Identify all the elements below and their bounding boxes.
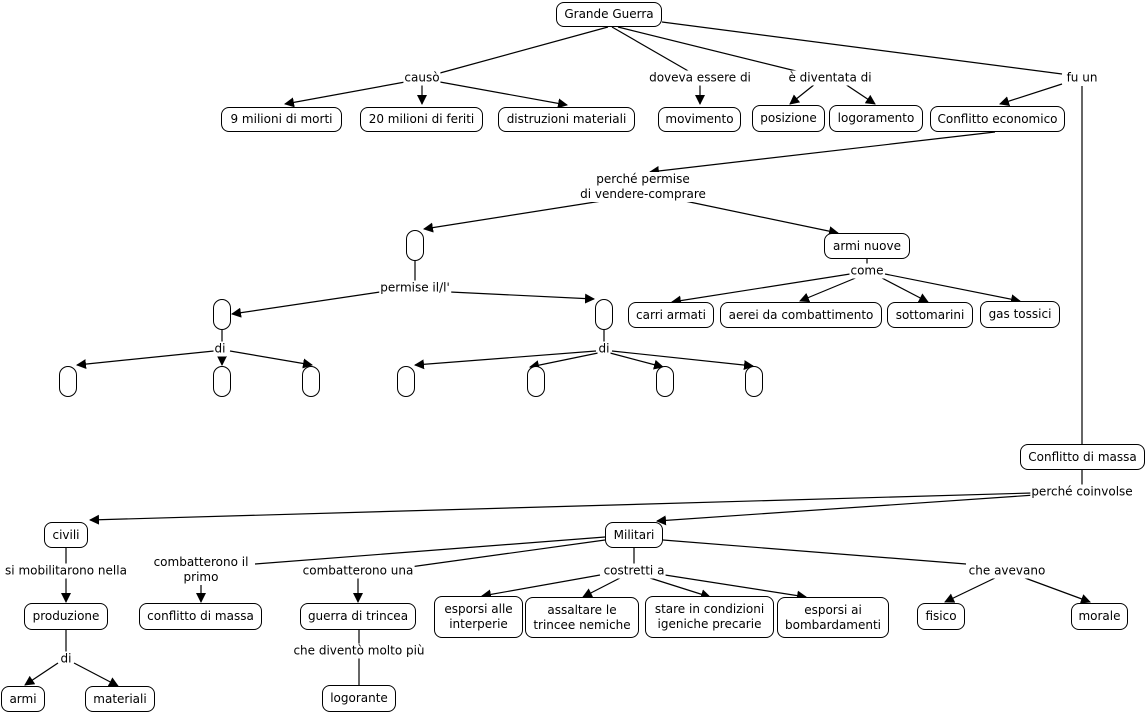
link-label-di-2: di: [597, 341, 611, 357]
arrow-line: [582, 577, 621, 598]
link-label-costretti-a: costretti a: [602, 563, 666, 579]
node-sottomarini[interactable]: sottomarini: [887, 302, 973, 328]
node-empty-2[interactable]: [213, 299, 231, 330]
arrow-line: [656, 494, 1036, 526]
arrow-line: [879, 276, 929, 303]
node-empty-1[interactable]: [406, 230, 424, 261]
node-movimento[interactable]: movimento: [658, 107, 741, 132]
link-label-perche-permise: perché permise di vendere-comprare: [579, 172, 707, 202]
link-label-diventata-di: è diventata di: [787, 70, 873, 86]
node-conflitto-di-massa[interactable]: Conflitto di massa: [1020, 444, 1145, 470]
node-bombardamenti[interactable]: esporsi ai bombardamenti: [777, 597, 889, 638]
arrow-line: [884, 273, 1021, 305]
arrow-line: [649, 577, 711, 600]
arrow-line: [481, 574, 601, 600]
link-label-come: come: [849, 263, 885, 279]
link-label-causo: causò: [403, 70, 441, 86]
arrow-line: [24, 662, 59, 686]
connector-line: [409, 539, 606, 568]
node-aerei-combattimento[interactable]: aerei da combattimento: [720, 302, 882, 328]
link-label-doveva-essere-di: doveva essere di: [648, 70, 752, 86]
arrow-line: [439, 81, 568, 109]
node-fisico[interactable]: fisico: [917, 603, 965, 630]
node-grande-guerra[interactable]: Grande Guerra: [556, 2, 662, 27]
connector-line: [611, 26, 691, 73]
node-civili[interactable]: civili: [44, 522, 88, 548]
link-label-si-mobilitarono: si mobilitarono nella: [4, 563, 128, 579]
node-assaltare-trincee[interactable]: assaltare le trincee nemiche: [525, 597, 639, 638]
node-empty-3[interactable]: [595, 299, 613, 330]
node-armi-nuove[interactable]: armi nuove: [824, 233, 910, 259]
arrow-line: [423, 199, 609, 233]
node-distruzioni-materiali[interactable]: distruzioni materiali: [498, 107, 635, 132]
arrow-line: [671, 273, 851, 306]
connector-line: [254, 536, 606, 565]
node-esporsi-interperie[interactable]: esporsi alle interperie: [434, 596, 523, 638]
node-empty-4[interactable]: [59, 366, 77, 397]
node-militari[interactable]: Militari: [605, 522, 663, 548]
node-empty-9[interactable]: [656, 366, 674, 397]
node-produzione[interactable]: produzione: [24, 603, 108, 630]
arrow-line: [414, 350, 597, 370]
link-label-fu-un: fu un: [1065, 70, 1099, 86]
arrow-line: [284, 81, 406, 108]
node-logorante[interactable]: logorante: [322, 685, 396, 712]
node-empty-7[interactable]: [397, 366, 415, 397]
arrow-line: [679, 199, 839, 237]
link-label-che-avevano: che avevano: [967, 563, 1047, 579]
arrow-line: [529, 352, 599, 371]
arrow-line: [999, 83, 1063, 106]
arrow-line: [789, 83, 816, 105]
node-posizione[interactable]: posizione: [752, 105, 825, 132]
node-empty-10[interactable]: [745, 366, 763, 397]
arrow-line: [89, 492, 1033, 525]
node-20-milioni-feriti[interactable]: 20 milioni di feriti: [360, 107, 483, 132]
arrow-line: [449, 291, 595, 304]
arrow-line: [844, 83, 876, 105]
arrow-line: [611, 350, 754, 371]
node-carri-armati[interactable]: carri armati: [628, 302, 714, 328]
connector-line: [439, 26, 609, 74]
arrow-line: [609, 352, 664, 370]
node-logoramento[interactable]: logoramento: [829, 105, 923, 132]
arrow-line: [229, 350, 313, 369]
node-armi[interactable]: armi: [1, 686, 45, 712]
arrow-line: [1024, 577, 1091, 604]
connector-line: [661, 21, 1063, 75]
node-conflitto-massa-primo[interactable]: conflitto di massa: [139, 603, 262, 630]
link-label-perche-coinvolse: perché coinvolse: [1030, 484, 1134, 500]
connector-line: [617, 26, 801, 73]
node-materiali[interactable]: materiali: [85, 686, 155, 712]
node-empty-5[interactable]: [213, 366, 231, 397]
arrow-line: [664, 574, 807, 601]
node-conflitto-economico[interactable]: Conflitto economico: [930, 106, 1065, 132]
link-label-permise-il: permise il/l': [379, 280, 451, 296]
arrow-line: [649, 131, 996, 176]
link-label-di-1: di: [213, 341, 227, 357]
arrow-line: [799, 276, 859, 303]
connector-line: [662, 539, 967, 565]
link-label-combatterono-una: combatterono una: [301, 563, 415, 579]
link-label-divento-molto-piu: che diventò molto più: [292, 643, 426, 659]
link-label-di-3: di: [59, 651, 73, 667]
node-empty-8[interactable]: [527, 366, 545, 397]
node-morale[interactable]: morale: [1071, 603, 1128, 630]
node-9-milioni-morti[interactable]: 9 milioni di morti: [221, 107, 342, 132]
arrow-line: [944, 577, 996, 603]
arrow-line: [73, 662, 119, 687]
link-label-combatterono-primo: combatterono il primo: [152, 555, 250, 585]
node-guerra-di-trincea[interactable]: guerra di trincea: [300, 603, 416, 630]
node-condizioni-igeniche[interactable]: stare in condizioni igeniche precarie: [645, 596, 774, 638]
node-empty-6[interactable]: [302, 366, 320, 397]
arrow-line: [76, 350, 215, 370]
arrow-line: [231, 291, 381, 318]
node-gas-tossici[interactable]: gas tossici: [980, 301, 1060, 328]
